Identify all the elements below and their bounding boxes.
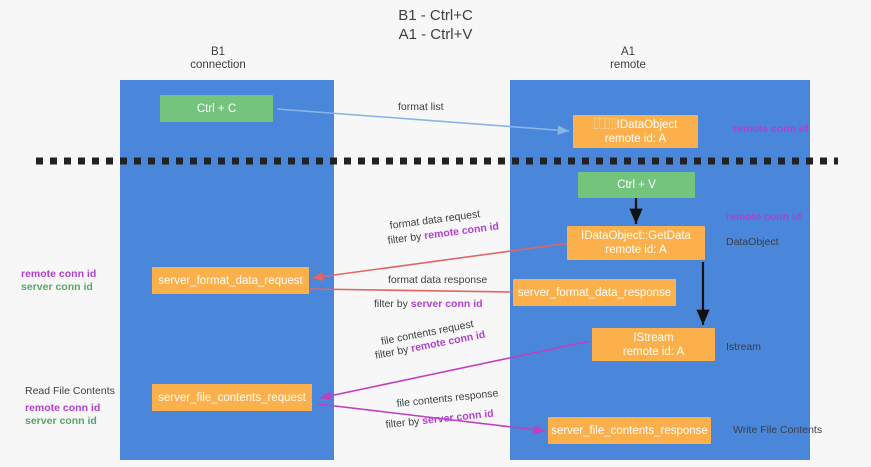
side-label-left-remote-bottom: remote conn id [25, 402, 101, 414]
side-label-left-server-bottom: server conn id [25, 415, 97, 427]
edge-label-file-contents-response-filter: filter by server conn id [385, 408, 494, 432]
edge-label-file-contents-response: file contents response [396, 387, 499, 410]
side-label-read-file-contents: Read File Contents [25, 385, 115, 397]
filter-key-server-2: server conn id [421, 407, 495, 428]
side-label-left-server-mid: server conn id [21, 281, 93, 293]
node-server-file-contents-request[interactable]: server_file_contents_request [152, 384, 312, 411]
edge-label-format-data-response-filter: filter by server conn id [374, 298, 483, 311]
side-label-right-remote-mid: remote conn id [726, 211, 802, 223]
column-header-a1: A1 remote [610, 46, 646, 71]
side-label-dataobject: DataObject [726, 236, 779, 248]
node-server-format-data-response[interactable]: server_format_data_response [513, 279, 676, 306]
side-label-left-remote-mid: remote conn id [21, 268, 97, 280]
filter-prefix-1: filter by [387, 230, 426, 247]
node-idataobject[interactable]: ⿰⿲IDataObject remote id: A [573, 115, 698, 148]
edge-label-format-list: format list [398, 101, 444, 113]
node-istream[interactable]: IStream remote id: A [592, 328, 715, 361]
node-idataobject-getdata[interactable]: IDataObject::GetData remote id: A [567, 226, 705, 260]
filter-key-server-1: server conn id [410, 298, 483, 310]
node-ctrl-v[interactable]: Ctrl + V [578, 172, 695, 198]
filter-prefix-2: filter by [374, 298, 411, 310]
diagram-title: B1 - Ctrl+C A1 - Ctrl+V [398, 7, 473, 43]
filter-prefix-4: filter by [385, 415, 423, 431]
edge-label-format-data-response: format data response [388, 274, 488, 286]
side-label-istream: Istream [726, 341, 762, 353]
node-ctrl-c[interactable]: Ctrl + C [160, 95, 273, 122]
side-label-write-file-contents: Write File Contents [733, 424, 823, 436]
column-header-b1: B1 connection [190, 46, 246, 71]
side-label-right-remote-top: remote conn id [733, 123, 809, 135]
node-server-file-contents-response[interactable]: server_file_contents_response [548, 417, 711, 444]
filter-prefix-3: filter by [374, 342, 413, 362]
node-server-format-data-request[interactable]: server_format_data_request [152, 267, 309, 294]
